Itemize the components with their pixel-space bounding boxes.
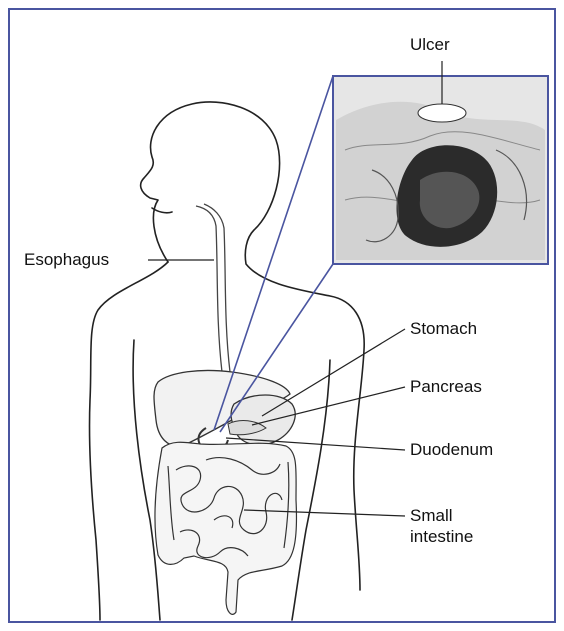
duodenum-label: Duodenum [410,440,493,460]
small-intestine-label-line1: Small [410,506,453,526]
ulcer-spot [418,104,466,122]
small-intestine-label-line2: intestine [410,527,473,547]
stomach-label: Stomach [410,319,477,339]
esophagus-label: Esophagus [24,250,109,270]
ulcer-inset [333,76,548,264]
ulcer-label: Ulcer [410,35,450,55]
pancreas-label: Pancreas [410,377,482,397]
